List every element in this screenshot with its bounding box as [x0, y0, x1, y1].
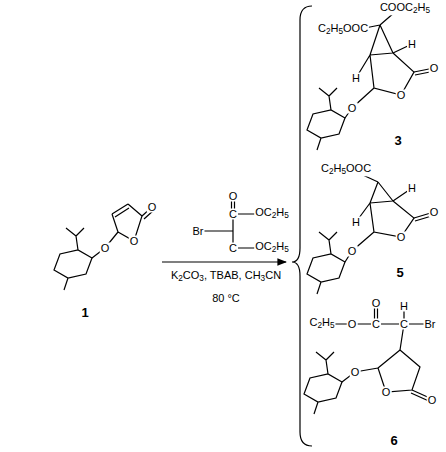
atom-label: C	[371, 319, 381, 330]
compound-number: 6	[389, 434, 398, 447]
atom-label: C2H5OOC	[317, 23, 369, 36]
atom-label: O	[347, 103, 358, 114]
atom-label: C2H5OOC	[320, 163, 372, 176]
atom-label: O	[429, 207, 440, 218]
atom-label: OC2H5	[254, 207, 290, 220]
compound-number: 1	[80, 306, 89, 319]
atom-label: COOC2H5	[379, 2, 431, 15]
atom-label: O	[371, 298, 382, 309]
atom-label: O	[147, 202, 158, 213]
atom-label: O	[347, 246, 358, 257]
atom-label: O	[350, 367, 361, 378]
atom-label: O	[427, 395, 438, 406]
atom-label: O	[228, 191, 239, 202]
atom-label: O	[381, 387, 392, 398]
atom-label: Br	[192, 226, 205, 237]
atom-label: C2H5	[308, 317, 335, 330]
atom-label: 80 °C	[211, 293, 241, 304]
atom-label: H	[407, 183, 417, 194]
atom-label: H	[399, 301, 409, 312]
atom-label: O	[429, 63, 440, 74]
atom-label: C	[399, 319, 409, 330]
atom-label: O	[129, 236, 140, 247]
atom-label: C	[228, 209, 238, 220]
atom-label: C	[228, 243, 238, 254]
atom-label: Br	[424, 319, 437, 330]
atom-label: OC2H5	[254, 241, 290, 254]
atom-label: O	[396, 90, 407, 101]
atom-label: K2CO3, TBAB, CH3CN	[170, 270, 282, 283]
atom-label: H	[407, 39, 417, 50]
compound-number: 3	[393, 134, 402, 147]
compound-number: 5	[395, 266, 404, 279]
atom-label: O	[396, 232, 407, 243]
atom-label: H	[351, 73, 361, 84]
atom-label: O	[100, 243, 111, 254]
atom-label: H	[351, 217, 361, 228]
atom-label: O	[347, 319, 358, 330]
bonds	[54, 6, 435, 446]
